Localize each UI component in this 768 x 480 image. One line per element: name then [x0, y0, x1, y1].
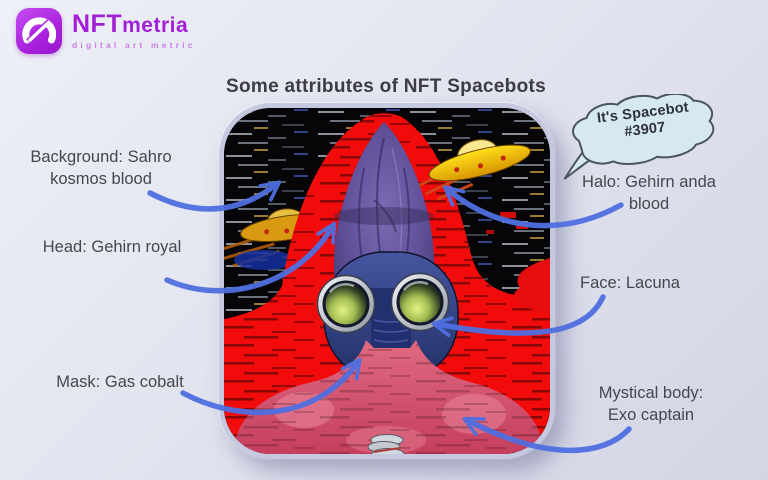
label-mask: Mask: Gas cobalt: [56, 373, 184, 391]
label-mystical-body: Mystical body: Exo captain: [598, 384, 704, 424]
mask-hose: [367, 434, 405, 454]
goggle-right: [390, 272, 450, 332]
page-title: Some attributes of NFT Spacebots: [226, 76, 546, 97]
label-head: Head: Gehirn royal: [42, 238, 182, 256]
brand-name: NFTmetria: [72, 10, 189, 38]
label-face: Face: Lacuna: [580, 274, 680, 292]
label-background: Background: Sahro kosmos blood: [30, 148, 172, 188]
nft-image: [219, 103, 555, 459]
speech-bubble: [563, 94, 715, 180]
brand-tagline: digital art metric: [72, 40, 196, 50]
goggle-left: [316, 274, 376, 334]
label-halo: Halo: Gehirn anda blood: [582, 173, 716, 213]
spacebot-artwork: [224, 108, 550, 454]
speedometer-icon: [16, 8, 62, 54]
brand-logo: NFTmetria digital art metric: [16, 8, 196, 54]
